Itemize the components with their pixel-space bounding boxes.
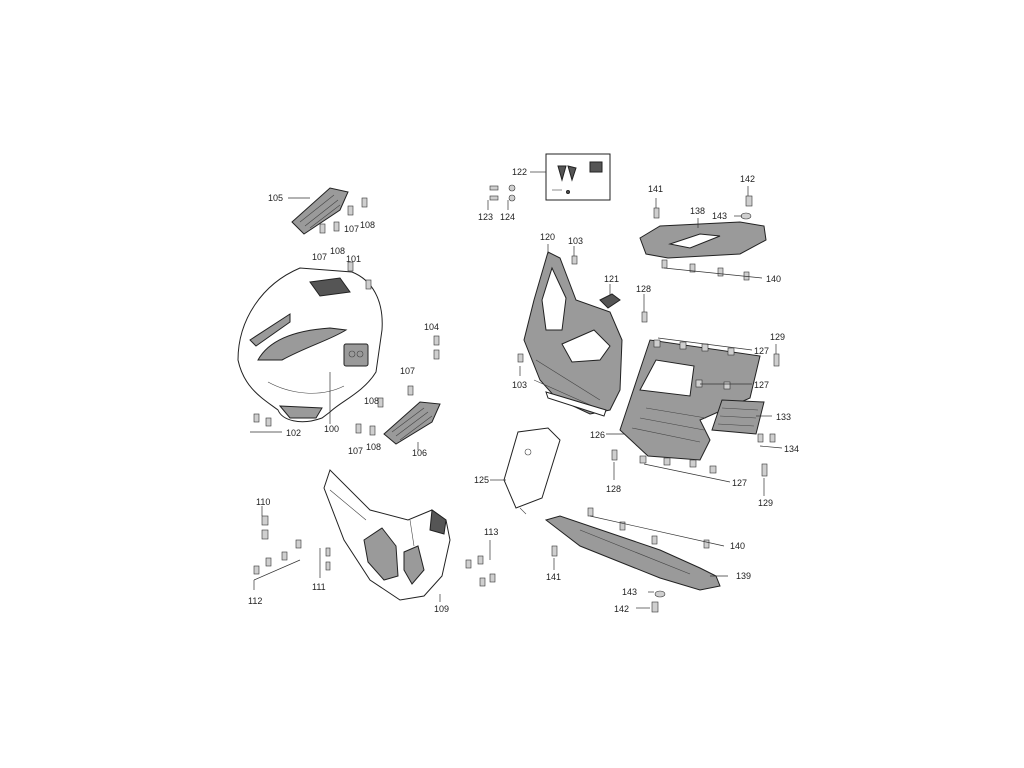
label-141: 141 [648,184,663,194]
part-111-screws [319,547,331,578]
part-127-clips [639,337,753,483]
label-108: 108 [366,442,381,452]
label-107: 107 [344,224,359,234]
label-108: 108 [364,396,379,406]
label-103: 103 [568,236,583,246]
label-141: 141 [546,572,561,582]
label-127: 127 [754,380,769,390]
part-120-inner-panel [523,244,623,417]
label-138: 138 [690,206,705,216]
label-128: 128 [636,284,651,294]
label-101: 101 [346,254,361,264]
label-129: 129 [770,332,785,342]
part-140-upper-screws [661,259,763,281]
label-127: 127 [754,346,769,356]
part-103-screws [517,246,578,376]
label-110: 110 [256,497,270,507]
part-121-bracket [599,284,621,309]
part-139-lower-trim [544,515,728,591]
label-107: 107 [312,252,327,262]
part-110-112-screws [253,506,302,590]
label-102: 102 [286,428,301,438]
part-140-lower-screws [587,507,725,549]
part-125-lid [490,427,561,515]
part-134-screws [757,433,783,449]
label-108: 108 [330,246,345,256]
label-128: 128 [606,484,621,494]
label-104: 104 [424,322,439,332]
label-112: 112 [248,596,262,606]
label-113: 113 [484,527,498,537]
label-106: 106 [412,448,427,458]
part-102-screws [250,413,282,433]
label-107: 107 [348,446,363,456]
part-141-143-lower [551,545,666,613]
label-143: 143 [712,211,727,221]
label-140: 140 [730,541,745,551]
part-100-front-shield [237,267,383,424]
label-108: 108 [360,220,375,230]
part-129-bolts [761,344,780,496]
label-120: 120 [540,232,555,242]
part-clips-left [319,197,440,436]
part-106-side-vent [383,401,441,450]
label-139: 139 [736,571,751,581]
part-126-floor-panel [606,339,761,461]
label-111: 111 [312,582,326,592]
part-105-vent-cover [288,187,349,235]
part-122-kit [530,153,611,201]
label-105: 105 [268,193,283,203]
label-129: 129 [758,498,773,508]
label-125: 125 [474,475,489,485]
label-133: 133 [776,412,791,422]
label-142: 142 [614,604,629,614]
part-141-143-upper [653,186,753,220]
part-138-upper-trim [639,218,767,259]
part-number-labels: 105 107 108 107 108 101 104 107 108 102 … [248,167,799,614]
label-142: 142 [740,174,755,184]
label-134: 134 [784,444,799,454]
label-121: 121 [604,274,619,284]
part-113-screws [465,540,496,587]
part-109-lower-cover [323,469,451,602]
label-100: 100 [324,424,339,434]
part-128-bolts [611,294,648,480]
label-143: 143 [622,587,637,597]
part-133-mat [711,399,772,435]
label-123: 123 [478,212,493,222]
label-124: 124 [500,212,515,222]
label-107: 107 [400,366,415,376]
label-126: 126 [590,430,605,440]
label-109: 109 [434,604,449,614]
label-140: 140 [766,274,781,284]
label-122: 122 [512,167,527,177]
label-127: 127 [732,478,747,488]
part-123-124-fasteners [487,184,516,210]
label-103: 103 [512,380,527,390]
